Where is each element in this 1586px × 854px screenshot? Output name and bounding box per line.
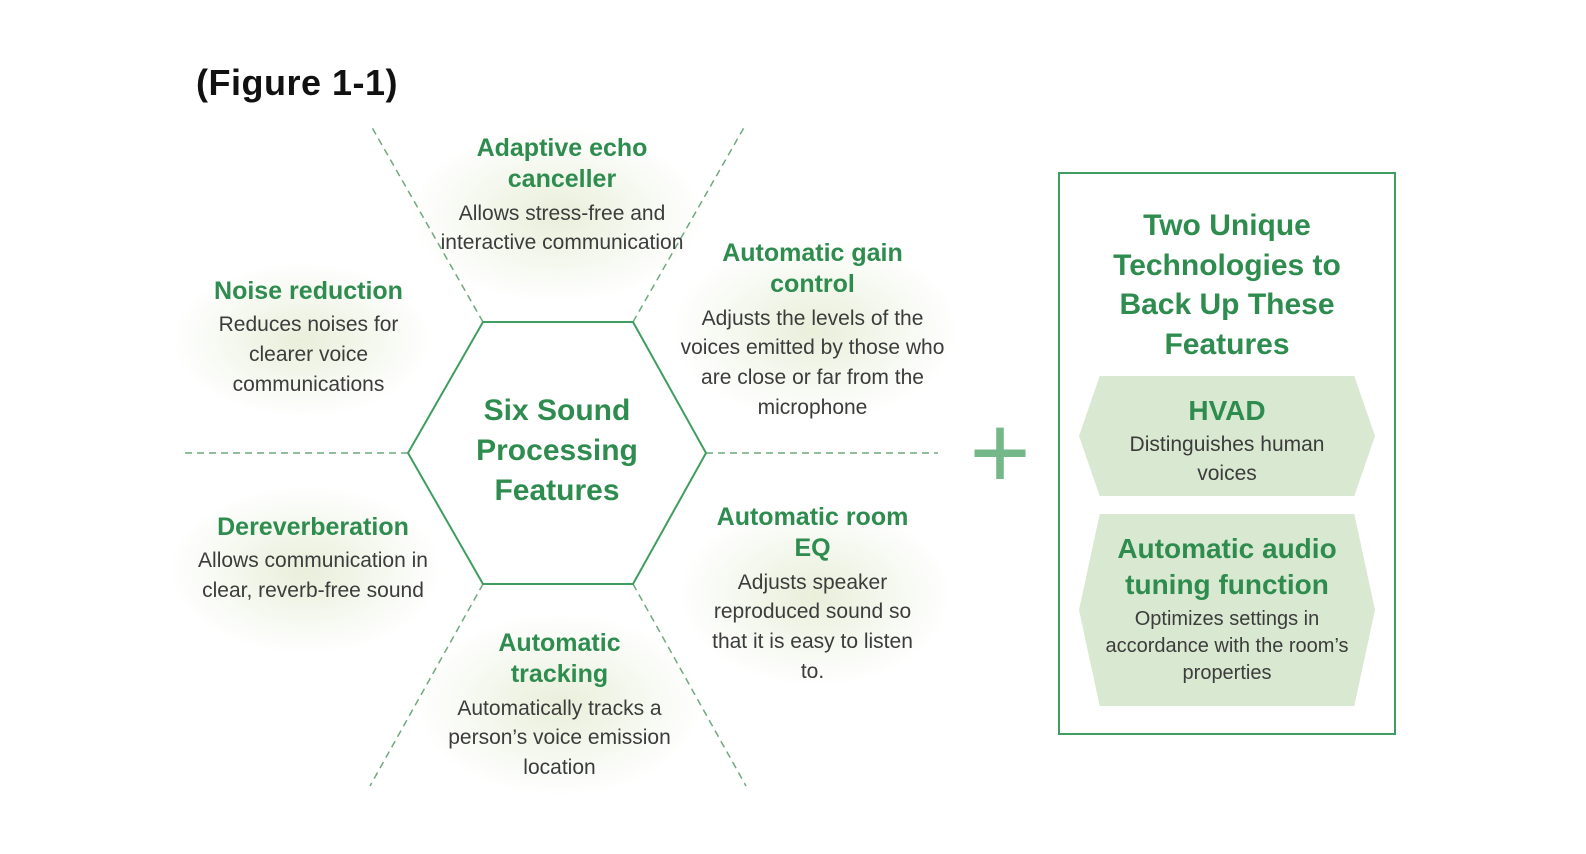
- feature-description: Allows stress-free and interactive commu…: [440, 201, 684, 255]
- divider-line-top-left: [369, 123, 484, 323]
- feature-title: Automatic gain control: [722, 239, 903, 299]
- feature-description: Allows communication in clear, reverb-fr…: [198, 549, 428, 603]
- tech-badge-hvad: HVAD Distinguishes human voices: [1079, 376, 1375, 496]
- divider-line-bottom-left: [369, 583, 484, 787]
- technologies-panel-title: Two Unique Technologies to Back Up These…: [1113, 209, 1341, 361]
- tech-description: Optimizes settings in accordance with th…: [1105, 607, 1349, 684]
- feature-title: Noise reduction: [214, 277, 403, 305]
- divider-line-top-right: [632, 123, 747, 323]
- feature-dereverberation: Dereverberation Allows communication in …: [188, 512, 438, 606]
- feature-automatic-tracking: Automatic tracking Automatically tracks …: [432, 628, 687, 783]
- tech-title: Automatic audio tuning function: [1117, 533, 1337, 601]
- tech-badge-automatic-audio-tuning: Automatic audio tuning function Optimize…: [1079, 514, 1375, 706]
- feature-description: Adjusts speaker reproduced sound so that…: [712, 570, 913, 683]
- figure-label: (Figure 1-1): [196, 62, 399, 103]
- feature-adaptive-echo-canceller: Adaptive echo canceller Allows stress-fr…: [437, 133, 687, 258]
- plus-icon: +: [969, 394, 1031, 511]
- feature-title: Automatic tracking: [498, 629, 621, 689]
- feature-title: Dereverberation: [217, 513, 409, 541]
- feature-description: Reduces noises for clearer voice communi…: [218, 313, 399, 396]
- center-hexagon: [406, 321, 708, 585]
- feature-automatic-room-eq: Automatic room EQ Adjusts speaker reprod…: [700, 502, 925, 687]
- feature-description: Automatically tracks a person’s voice em…: [448, 696, 671, 780]
- tech-description: Distinguishes human voices: [1129, 433, 1325, 485]
- feature-noise-reduction: Noise reduction Reduces noises for clear…: [196, 276, 421, 400]
- feature-title: Automatic room EQ: [716, 503, 909, 563]
- tech-title: HVAD: [1188, 395, 1266, 426]
- technologies-panel: Two Unique Technologies to Back Up These…: [1058, 172, 1396, 735]
- feature-automatic-gain-control: Automatic gain control Adjusts the level…: [675, 238, 950, 423]
- feature-description: Adjusts the levels of the voices emitted…: [680, 306, 945, 419]
- center-hexagon-title: Six Sound Processing Features: [476, 394, 638, 507]
- divider-line-bottom-right: [632, 583, 747, 787]
- feature-title: Adaptive echo canceller: [476, 134, 648, 194]
